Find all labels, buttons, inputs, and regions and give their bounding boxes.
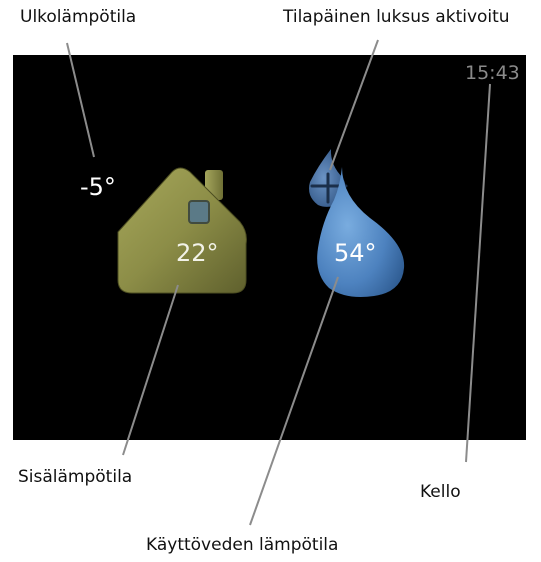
- house-icon: [117, 167, 247, 294]
- callout-hot-water-temperature: Käyttöveden lämpötila: [146, 535, 339, 555]
- clock-display: 15:43: [465, 62, 520, 84]
- callout-indoor-temperature: Sisälämpötila: [18, 467, 133, 487]
- indoor-temperature: 22°: [176, 239, 219, 267]
- hot-water-temperature: 54°: [334, 239, 377, 267]
- callout-clock: Kello: [420, 482, 461, 502]
- water-drop-icon: [317, 167, 405, 297]
- callout-temporary-lux: Tilapäinen luksus aktivoitu: [283, 7, 510, 27]
- callout-outdoor-temperature: Ulkolämpötila: [20, 7, 137, 27]
- outdoor-temperature: -5°: [80, 173, 116, 201]
